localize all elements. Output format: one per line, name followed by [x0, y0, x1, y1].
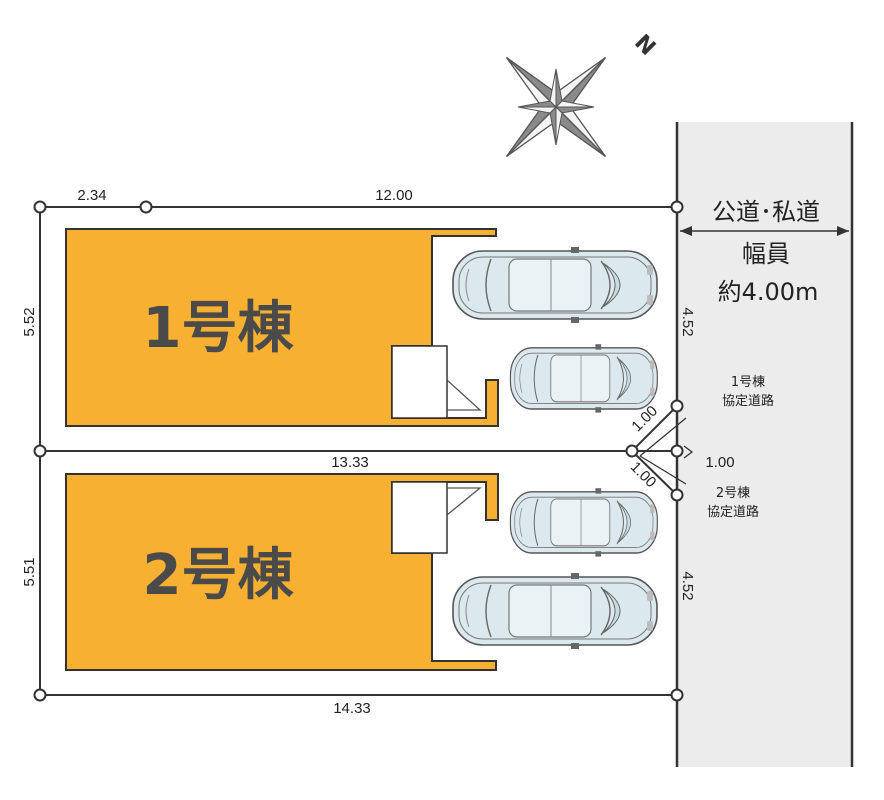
car-icon — [509, 487, 659, 558]
building-1-porch — [391, 345, 448, 419]
marker — [670, 444, 684, 458]
agreement-road-2-desc: 協定道路 — [707, 504, 759, 520]
corner-bracket — [683, 445, 694, 459]
building-2-step — [446, 487, 482, 516]
marker — [670, 488, 684, 502]
dim-left-lower: 5.51 — [21, 557, 38, 586]
compass-north-label: N — [629, 30, 660, 61]
marker — [625, 444, 639, 458]
marker — [33, 444, 47, 458]
agreement-road-1-desc: 協定道路 — [722, 393, 774, 409]
agreement-road-1-name: 1号棟 — [731, 375, 765, 390]
dim-top-right: 12.00 — [375, 187, 413, 204]
road-width-value: 約4.00m — [718, 278, 819, 306]
agreement-pointer-2 — [639, 455, 687, 485]
road-area — [677, 122, 852, 767]
marker — [670, 688, 684, 702]
road-type-label: 公道･私道 — [712, 198, 820, 226]
building-1-label: 1号棟 — [143, 296, 295, 361]
boundary-markers — [33, 200, 684, 702]
car-icon — [452, 572, 658, 650]
building-2-porch — [391, 481, 448, 554]
marker — [670, 200, 684, 214]
arrow-head-right — [837, 226, 849, 236]
dim-corner-b: 1.00 — [627, 458, 660, 491]
car-icon — [452, 246, 658, 324]
car-icon — [509, 343, 659, 414]
agreement-road-2-name: 2号棟 — [716, 486, 750, 501]
compass-rose-icon — [505, 56, 607, 158]
dim-bottom: 14.33 — [333, 700, 371, 717]
marker — [33, 688, 47, 702]
corner-cut-upper — [631, 405, 678, 452]
dim-right-lower: 4.52 — [679, 571, 696, 600]
dim-corner-c: 1.00 — [705, 454, 734, 471]
marker — [33, 200, 47, 214]
dim-left-upper: 5.52 — [21, 307, 38, 336]
dim-right-upper: 4.52 — [679, 307, 696, 336]
road-width-label: 幅員 — [742, 240, 790, 268]
agreement-pointer-1 — [639, 417, 687, 457]
marker — [139, 200, 153, 214]
building-2-label: 2号棟 — [143, 543, 295, 608]
arrow-head-left — [680, 226, 692, 236]
corner-cut-lower — [631, 450, 678, 496]
dim-middle: 13.33 — [331, 454, 369, 471]
lot-boundary-upper — [39, 206, 677, 452]
marker — [670, 399, 684, 413]
building-1-step — [446, 379, 482, 411]
dim-top-left: 2.34 — [77, 187, 106, 204]
